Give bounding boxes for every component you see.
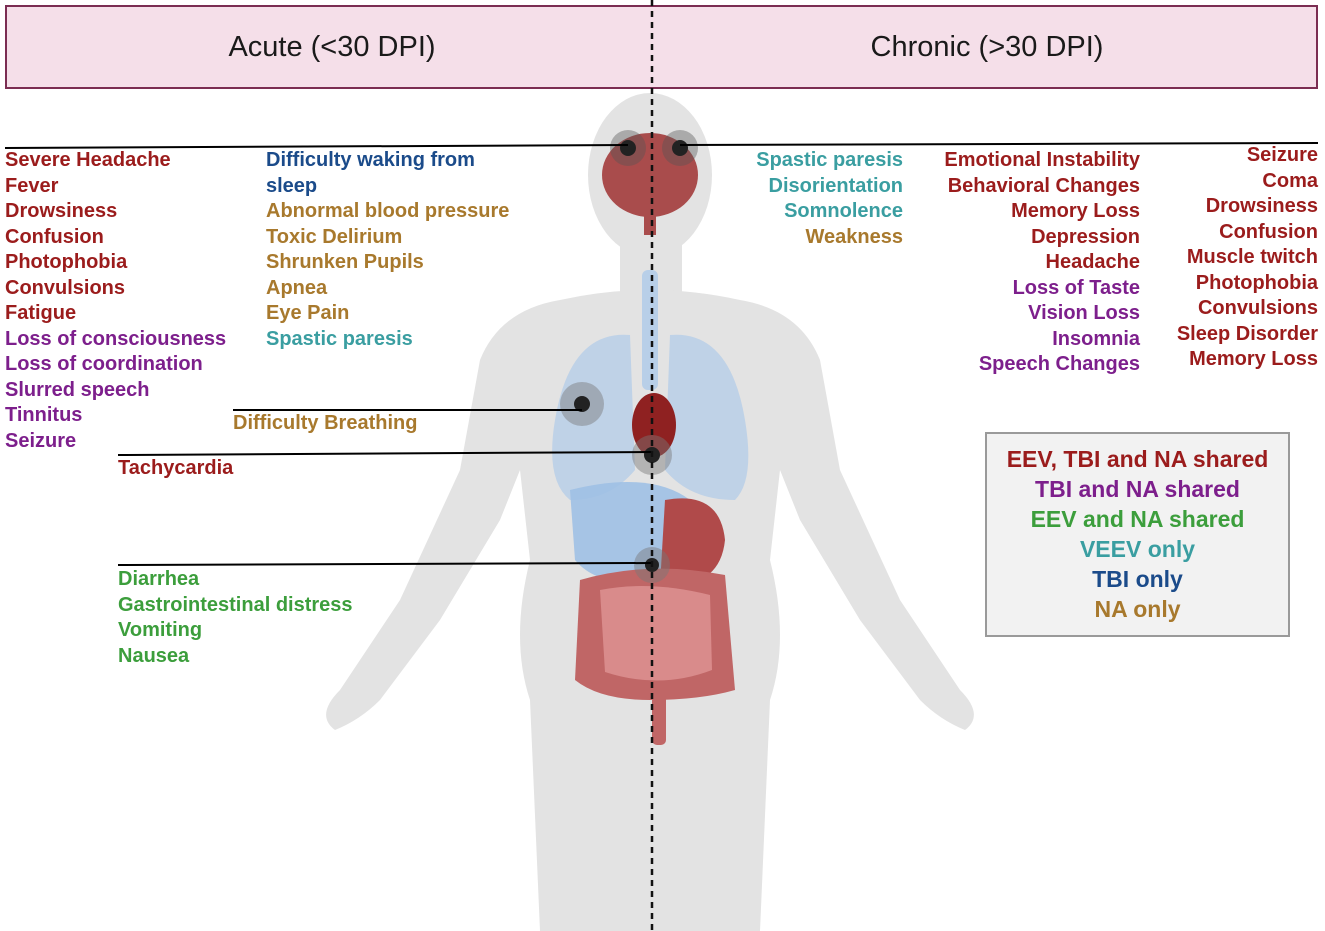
symptom-item: Behavioral Changes [947,174,1140,197]
heart-symptom-label: Tachycardia [118,457,234,479]
symptom-item: Severe Headache [5,149,171,171]
legend-entry: TBI only [1092,566,1183,592]
symptom-item: Loss of Taste [1012,276,1140,299]
symptom-item: Loss of consciousness [5,327,227,350]
symptom-item: Fever [5,174,59,197]
symptom-item: Headache [1045,251,1141,273]
symptom-item: Vision Loss [1028,302,1140,324]
symptom-item: Memory Loss [1011,200,1140,222]
symptom-item: Abnormal blood pressure [266,200,510,222]
symptom-item: Difficulty waking from [266,149,475,171]
symptom-item: Vomiting [118,619,203,641]
symptom-item: Sleep Disorder [1176,322,1318,345]
symptom-item: Memory Loss [1189,348,1318,370]
symptom-item: Speech Changes [978,353,1140,375]
symptom-item: Coma [1262,169,1318,192]
symptom-item: Slurred speech [5,378,150,401]
symptom-item: Disorientation [768,174,903,197]
symptom-item: Shrunken Pupils [266,251,424,273]
lung-symptom-label: Difficulty Breathing [233,412,418,434]
symptom-item: Depression [1031,225,1140,248]
lungs [552,334,749,500]
trachea [642,270,658,390]
symptom-item: Photophobia [1195,271,1318,294]
symptom-item: Seizure [5,429,77,452]
symptom-item: Diarrhea [118,568,200,590]
legend-entry: NA only [1094,596,1181,622]
symptom-item: Muscle twitch [1186,246,1318,268]
symptom-item: Eye Pain [266,302,350,324]
timeframe-header: Acute (<30 DPI) Chronic (>30 DPI) [5,5,1318,89]
symptom-item: Spastic paresis [266,327,413,350]
symptom-item: Spastic paresis [756,149,903,171]
legend-entry: VEEV only [1079,536,1196,562]
symptom-item: Apnea [266,276,328,299]
symptom-item: Drowsiness [5,200,118,222]
chronic-header-label: Chronic (>30 DPI) [870,31,1104,63]
symptom-item: Emotional Instability [944,149,1140,171]
symptom-item: Gastrointestinal distress [118,593,353,616]
symptom-item: Somnolence [784,200,903,222]
intestines [575,568,735,745]
legend-entry: EEV, TBI and NA shared [1006,446,1269,472]
leader-lines [4,142,1319,566]
symptom-item: Nausea [118,644,190,667]
symptom-item: Toxic Delirium [266,225,403,248]
heart [632,393,676,457]
symptom-item: Insomnia [1052,327,1140,350]
symptom-item: Tinnitus [5,404,83,426]
symptom-item: Fatigue [5,302,77,324]
symptom-item: Drowsiness [1205,195,1318,217]
symptom-item: Confusion [5,225,104,248]
symptom-item: sleep [266,174,318,197]
legend-entry: TBI and NA shared [1035,476,1240,502]
symptom-item: Seizure [1246,144,1318,166]
legend-entry: EEV and NA shared [1030,506,1245,532]
symptom-item: Weakness [805,225,903,248]
acute-header-label: Acute (<30 DPI) [228,31,436,63]
symptom-item: Photophobia [5,251,128,273]
symptom-item: Convulsions [5,276,126,299]
stomach [660,498,725,586]
symptom-item: Convulsions [1197,297,1318,319]
symptom-item: Loss of coordination [5,353,203,375]
symptom-item: Confusion [1219,220,1318,243]
